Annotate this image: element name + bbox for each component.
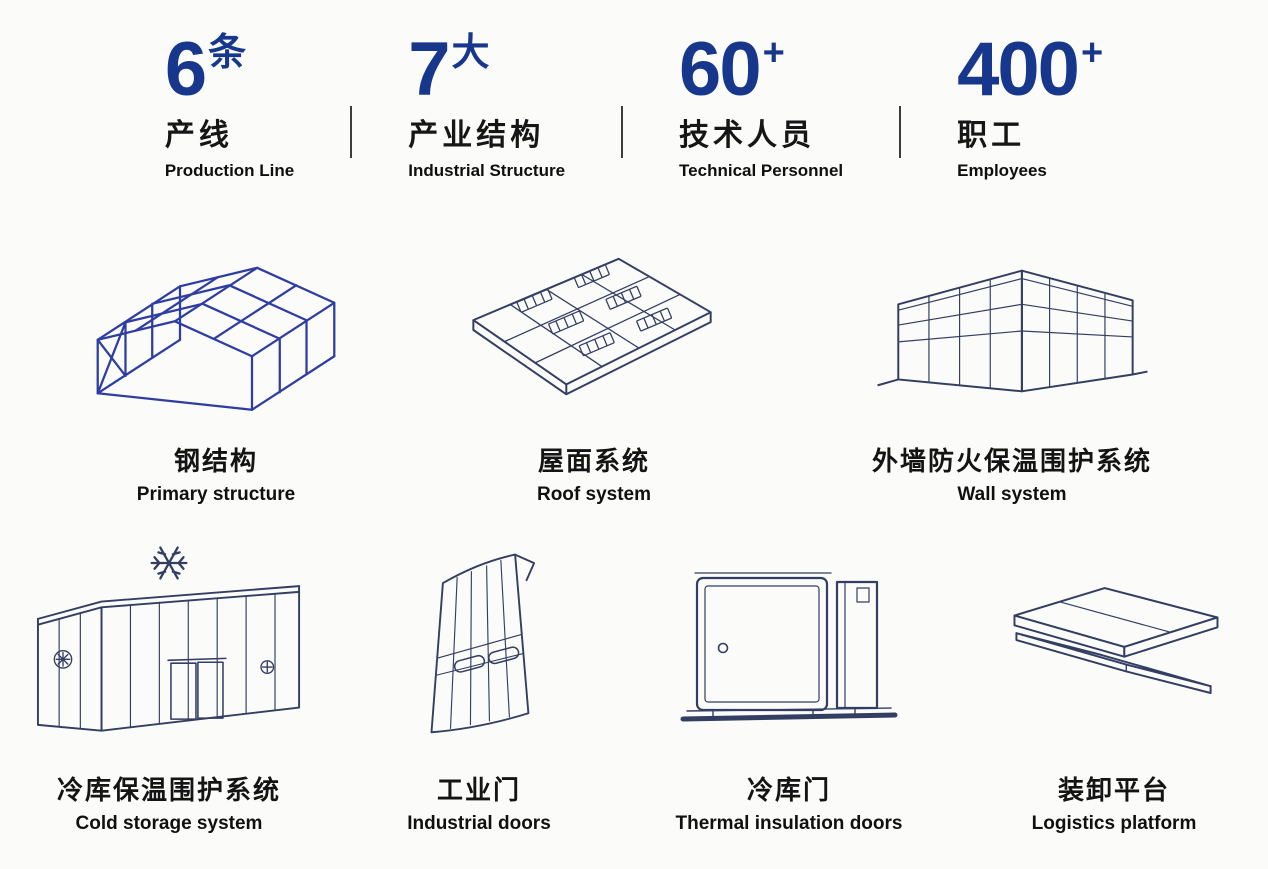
product-name-en: Wall system <box>957 484 1067 506</box>
stat-label-zh: 产线 <box>164 119 233 153</box>
product-card-primary-structure: 钢结构 Primary structure <box>36 231 396 506</box>
product-caption: 屋面系统 Roof system <box>537 419 651 506</box>
stat-label-en: Industrial Structure <box>408 161 566 181</box>
stat-label-en: Technical Personnel <box>679 161 844 181</box>
product-name-en: Cold storage system <box>75 813 263 835</box>
product-caption: 钢结构 Primary structure <box>137 419 295 506</box>
dock-leveler-drawing <box>1012 586 1218 694</box>
stat-production-lines: 6条 产线 Production Line <box>109 32 350 181</box>
vertical-divider <box>621 106 624 158</box>
logistics-platform-illustration <box>987 536 1242 748</box>
stat-unit: + <box>762 32 785 74</box>
product-name-en: Roof system <box>536 484 652 506</box>
steel-structure-illustration <box>61 231 371 419</box>
cold-storage-illustration <box>19 536 319 748</box>
product-name-zh: 钢结构 <box>173 446 258 477</box>
product-card-roof-system: 屋面系统 Roof system <box>424 231 764 506</box>
stat-employees: 400+ 职工 Employees <box>901 32 1159 181</box>
stat-value: 400 <box>957 27 1080 112</box>
stat-label-zh: 职工 <box>957 119 1026 153</box>
product-name-zh: 外墙防火保温围护系统 <box>871 446 1152 477</box>
product-caption: 工业门 Industrial doors <box>407 748 551 835</box>
product-name-en: Industrial doors <box>407 813 551 835</box>
cold-storage-drawing <box>36 546 301 732</box>
stat-number: 6条 <box>165 32 294 108</box>
industrial-door-illustration <box>384 536 574 748</box>
product-name-en: Logistics platform <box>1031 813 1197 835</box>
stat-value: 60 <box>679 27 762 112</box>
product-name-zh: 屋面系统 <box>537 446 650 477</box>
snowflake-icon <box>150 546 188 580</box>
insulated-door-illustration <box>664 536 914 748</box>
stat-unit: + <box>1080 32 1104 74</box>
stats-row: 6条 产线 Production Line 7大 产业结构 Industrial… <box>0 32 1268 181</box>
stat-label-en: Production Line <box>164 161 295 181</box>
stat-label-zh: 技术人员 <box>679 119 816 153</box>
product-caption: 外墙防火保温围护系统 Wall system <box>872 419 1152 506</box>
stat-industrial-structure: 7大 产业结构 Industrial Structure <box>352 32 621 181</box>
product-name-zh: 冷库门 <box>746 775 831 806</box>
product-card-industrial-doors: 工业门 Industrial doors <box>344 536 614 835</box>
products-row-1: 钢结构 Primary structure <box>0 231 1268 506</box>
product-name-zh: 装卸平台 <box>1057 775 1170 806</box>
stat-unit: 大 <box>451 32 490 74</box>
stat-label-zh: 产业结构 <box>408 119 545 153</box>
industrial-door-drawing <box>430 553 536 734</box>
stat-technical-personnel: 60+ 技术人员 Technical Personnel <box>623 32 899 181</box>
product-card-cold-storage-doors: 冷库门 Thermal insulation doors <box>624 536 954 835</box>
product-name-zh: 冷库保温围护系统 <box>56 775 281 806</box>
product-name-en: Thermal insulation doors <box>675 813 903 835</box>
stat-unit: 条 <box>208 32 247 74</box>
stat-number: 7大 <box>408 32 565 108</box>
stat-number: 400+ <box>957 32 1104 108</box>
product-name-en: Primary structure <box>136 484 296 506</box>
stat-value: 7 <box>408 27 450 112</box>
vertical-divider <box>350 106 353 158</box>
product-caption: 装卸平台 Logistics platform <box>1032 748 1197 835</box>
vertical-divider <box>899 106 902 158</box>
insulated-door-drawing <box>680 572 898 722</box>
stat-label-en: Employees <box>957 161 1047 181</box>
roof-system-illustration <box>444 231 744 419</box>
product-card-cold-storage: 冷库保温围护系统 Cold storage system <box>4 536 334 835</box>
product-caption: 冷库门 Thermal insulation doors <box>676 748 903 835</box>
stat-value: 6 <box>164 27 207 112</box>
products-row-2: 冷库保温围护系统 Cold storage system <box>0 536 1268 835</box>
roof-panel-drawing <box>472 257 712 396</box>
stat-number: 60+ <box>679 32 843 108</box>
product-name-zh: 工业门 <box>436 775 521 806</box>
wall-system-illustration <box>852 231 1172 419</box>
steel-frame-drawing <box>96 266 336 412</box>
wall-building-drawing <box>877 269 1148 393</box>
product-card-logistics-platform: 装卸平台 Logistics platform <box>964 536 1264 835</box>
product-card-wall-system: 外墙防火保温围护系统 Wall system <box>792 231 1232 506</box>
product-caption: 冷库保温围护系统 Cold storage system <box>57 748 281 835</box>
